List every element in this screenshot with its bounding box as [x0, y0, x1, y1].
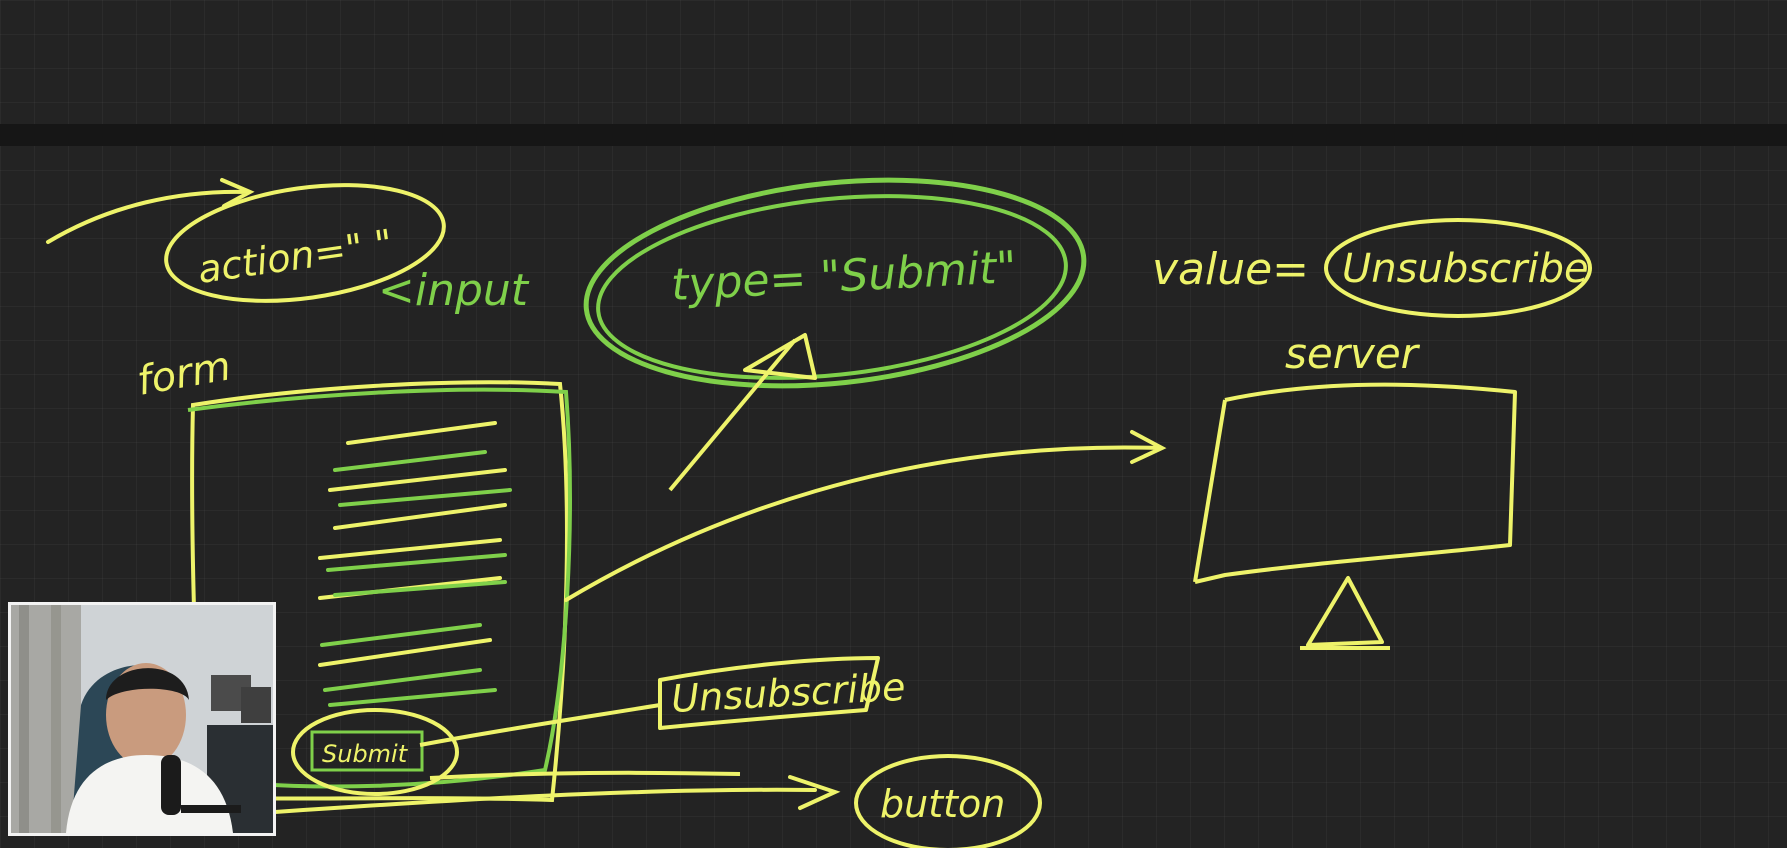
presenter-video-icon	[11, 605, 273, 833]
submit-button-label: Submit	[322, 740, 409, 768]
presenter-webcam	[8, 602, 276, 836]
toolbar-strip	[0, 124, 1787, 146]
arrow-to-button	[273, 775, 841, 814]
button-circle	[854, 754, 1042, 848]
submit-circle	[291, 708, 459, 796]
button-underline	[429, 770, 741, 780]
value-unsubscribe-label: Unsubscribe	[1342, 246, 1589, 292]
connector-submit-unsubscribe	[419, 703, 661, 747]
submit-button	[310, 730, 424, 772]
type-circle-inner	[596, 194, 1068, 380]
form-box-green	[187, 387, 572, 789]
arrow-to-action	[46, 178, 255, 244]
action-label: action=" "	[195, 221, 395, 292]
form-label: form	[134, 343, 235, 405]
button-label: button	[880, 782, 1005, 826]
unsubscribe-box	[658, 656, 880, 730]
value-prefix-label: value=	[1152, 244, 1309, 295]
value-circle	[1324, 218, 1592, 318]
form-field-lines	[318, 421, 512, 707]
pointer-arrow	[668, 333, 817, 492]
server-stand	[1300, 576, 1390, 650]
input-tag-label: <input	[378, 265, 530, 316]
server-box	[1193, 382, 1517, 584]
server-label: server	[1285, 329, 1421, 378]
arrow-form-to-server	[564, 430, 1167, 602]
action-circle	[164, 183, 446, 303]
type-circle-outer	[583, 177, 1087, 389]
type-label: type= "Submit"	[670, 242, 1018, 311]
